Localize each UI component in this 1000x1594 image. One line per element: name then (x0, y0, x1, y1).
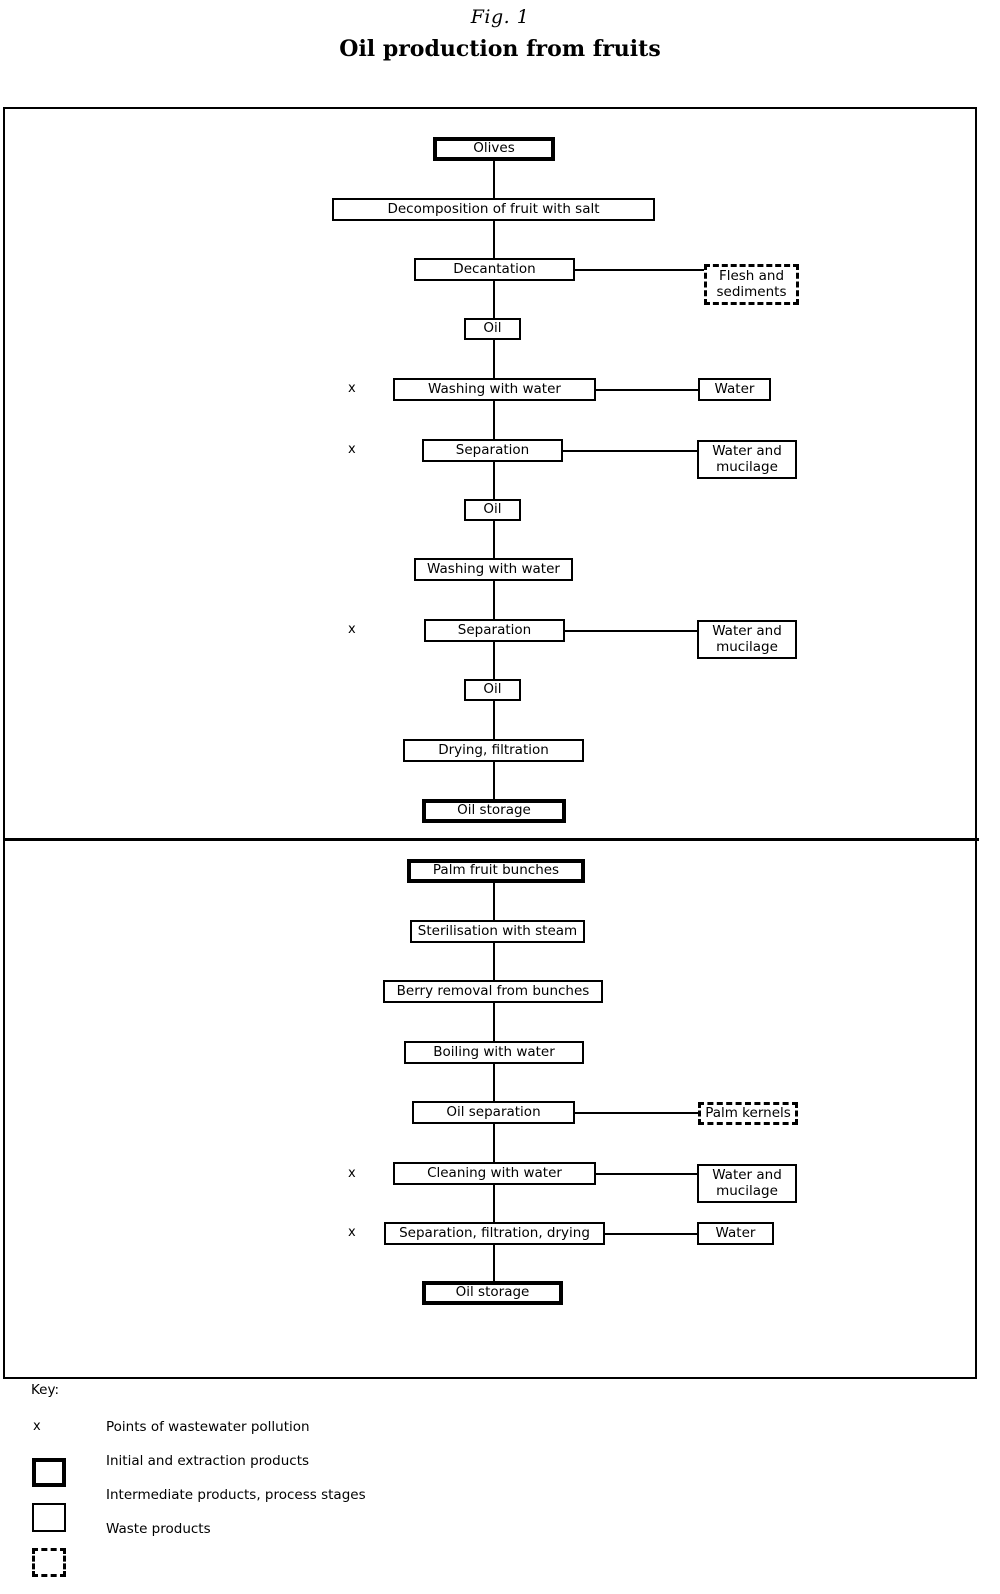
node-label: Flesh and sediments (716, 267, 787, 300)
node-label: Oil (483, 320, 502, 337)
node-oil-3: Oil (464, 679, 521, 701)
flow-spine-palm (493, 882, 495, 1302)
node-oil-storage-1: Oil storage (422, 799, 566, 823)
connector-separation-filtration-drying-water (605, 1233, 697, 1235)
node-label: Oil (483, 681, 502, 698)
node-label: Sterilisation with steam (417, 922, 578, 939)
connector-separation-1-water-mucilage (563, 450, 699, 452)
node-oil-storage-2: Oil storage (422, 1281, 563, 1305)
node-label: Decomposition of fruit with salt (387, 200, 600, 217)
node-cleaning-with-water: Cleaning with water (393, 1162, 596, 1185)
pollution-marker-washing-1: x (348, 381, 356, 396)
node-label: Oil storage (455, 1284, 530, 1301)
node-label: Decantation (453, 260, 536, 277)
node-water-and-mucilage-1: Water and mucilage (697, 440, 797, 479)
connector-oil-separation-palm-kernels (575, 1112, 702, 1114)
connector-decantation-flesh (575, 269, 705, 271)
node-label: Water and mucilage (712, 1166, 782, 1199)
pollution-marker-separation-2: x (348, 622, 356, 637)
node-water-and-mucilage-2: Water and mucilage (697, 620, 797, 659)
node-label: Oil separation (446, 1103, 541, 1120)
node-label: Washing with water (428, 380, 561, 397)
key-label-intermediate-products: Intermediate products, process stages (106, 1487, 366, 1503)
figure-label: Fig. 1 (470, 6, 530, 28)
node-washing-with-water-1: Washing with water (393, 378, 596, 401)
node-separation-filtration-drying: Separation, filtration, drying (384, 1222, 605, 1245)
node-oil-separation: Oil separation (412, 1101, 575, 1124)
connector-cleaning-water-mucilage (596, 1173, 699, 1175)
node-label: Palm kernels (705, 1104, 791, 1121)
node-label: Cleaning with water (427, 1164, 562, 1181)
section-divider (3, 838, 979, 841)
node-washing-with-water-2: Washing with water (414, 558, 573, 581)
node-water-1: Water (698, 378, 771, 401)
node-decantation: Decantation (414, 258, 575, 281)
node-palm-fruit-bunches: Palm fruit bunches (407, 859, 585, 883)
key-swatch-initial-products (32, 1458, 66, 1487)
node-separation-1: Separation (422, 439, 563, 462)
node-oil-1: Oil (464, 318, 521, 340)
pollution-marker-separation-filtration-drying: x (348, 1225, 356, 1240)
node-label: Oil (483, 501, 502, 518)
pollution-marker-separation-1: x (348, 442, 356, 457)
pollution-marker-cleaning: x (348, 1166, 356, 1181)
node-label: Separation, filtration, drying (399, 1224, 590, 1241)
flow-spine-olive (493, 160, 495, 820)
connector-washing-1-water (596, 389, 700, 391)
node-boiling-with-water: Boiling with water (404, 1041, 584, 1064)
key-label-waste-products: Waste products (106, 1521, 211, 1537)
node-label: Boiling with water (433, 1043, 555, 1060)
node-label: Oil storage (457, 802, 531, 819)
node-label: Water and mucilage (712, 442, 782, 475)
node-berry-removal-from-bunches: Berry removal from bunches (383, 980, 603, 1003)
node-label: Separation (455, 441, 530, 458)
key-swatch-waste-products (32, 1548, 66, 1577)
node-water-2: Water (697, 1222, 774, 1245)
node-decomposition: Decomposition of fruit with salt (332, 198, 655, 221)
node-label: Berry removal from bunches (396, 982, 590, 999)
node-oil-2: Oil (464, 499, 521, 521)
node-sterilisation-with-steam: Sterilisation with steam (410, 920, 585, 943)
connector-separation-2-water-mucilage (565, 630, 699, 632)
node-water-and-mucilage-3: Water and mucilage (697, 1164, 797, 1203)
node-label: Separation (457, 621, 532, 638)
key-label-pollution: Points of wastewater pollution (106, 1419, 310, 1435)
node-separation-2: Separation (424, 619, 565, 642)
node-label: Washing with water (427, 560, 560, 577)
node-label: Olives (473, 140, 515, 157)
key-symbol-x: x (33, 1419, 41, 1434)
key-title: Key: (31, 1382, 60, 1398)
node-label: Palm fruit bunches (432, 862, 560, 879)
node-flesh-and-sediments: Flesh and sediments (704, 264, 799, 305)
page-title: Oil production from fruits (339, 36, 661, 62)
key-label-initial-products: Initial and extraction products (106, 1453, 310, 1469)
key-swatch-intermediate-products (32, 1503, 66, 1532)
node-label: Drying, filtration (438, 741, 549, 758)
node-olives: Olives (433, 137, 555, 161)
node-drying-filtration: Drying, filtration (403, 739, 584, 762)
node-palm-kernels: Palm kernels (698, 1102, 798, 1125)
node-label: Water (714, 380, 755, 397)
node-label: Water and mucilage (712, 622, 782, 655)
node-label: Water (715, 1224, 756, 1241)
